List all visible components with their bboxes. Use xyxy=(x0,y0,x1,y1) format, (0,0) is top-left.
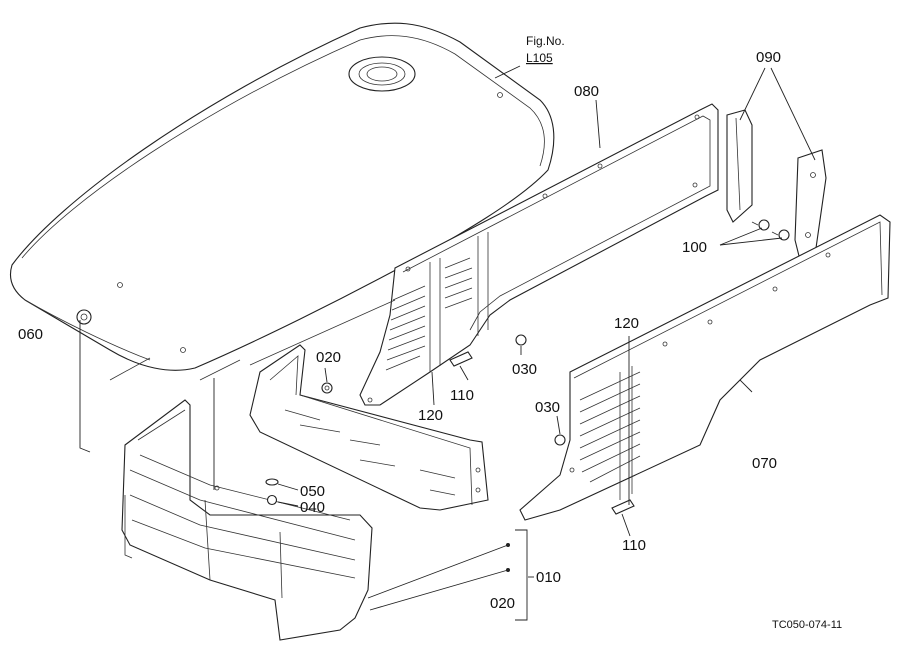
frame-020-hatch xyxy=(284,409,456,496)
panel-080-grille xyxy=(385,257,473,371)
cushion-110b-part xyxy=(611,499,635,515)
callout-060: 060 xyxy=(18,326,43,343)
bracket-090a-part xyxy=(726,109,753,223)
nut-030b-part xyxy=(554,434,566,446)
bracket-090b-part xyxy=(794,149,827,261)
bolt-040-part xyxy=(266,494,278,506)
drawing-code: TC050-074-11 xyxy=(772,619,842,631)
leader-lines xyxy=(79,65,816,621)
callout-020-washer: 020 xyxy=(316,349,341,366)
side-panel-070-part xyxy=(519,214,891,521)
front-grille-010-part xyxy=(121,399,373,641)
washer-050-part xyxy=(265,478,279,486)
bolt-100b-part xyxy=(771,229,790,241)
hood-part xyxy=(9,22,555,371)
callout-100: 100 xyxy=(682,239,707,256)
cushion-110a-part xyxy=(449,351,473,367)
callout-030-upper: 030 xyxy=(512,361,537,378)
front-frame-020-part xyxy=(249,344,489,511)
knob-060-part xyxy=(76,309,92,325)
callout-090: 090 xyxy=(756,49,781,66)
callout-010: 010 xyxy=(536,569,561,586)
callout-050: 050 xyxy=(300,483,325,500)
panel-070-grille xyxy=(579,371,641,483)
callout-020-frame: 020 xyxy=(490,595,515,612)
callout-110-upper: 110 xyxy=(450,387,474,404)
callout-080: 080 xyxy=(574,83,599,100)
callout-110-lower: 110 xyxy=(622,537,646,554)
callout-040: 040 xyxy=(300,499,325,516)
callout-030-lower: 030 xyxy=(535,399,560,416)
callout-120-upper: 120 xyxy=(418,407,443,424)
nut-030a-part xyxy=(515,334,527,346)
side-panel-080-part xyxy=(359,103,719,406)
figure-ref-label: Fig.No. xyxy=(526,34,565,48)
figure-ref-number: L105 xyxy=(526,51,553,65)
bolt-100a-part xyxy=(751,219,770,231)
callout-070: 070 xyxy=(752,455,777,472)
callout-120-lower: 120 xyxy=(614,315,639,332)
washer-020-part xyxy=(321,382,333,394)
